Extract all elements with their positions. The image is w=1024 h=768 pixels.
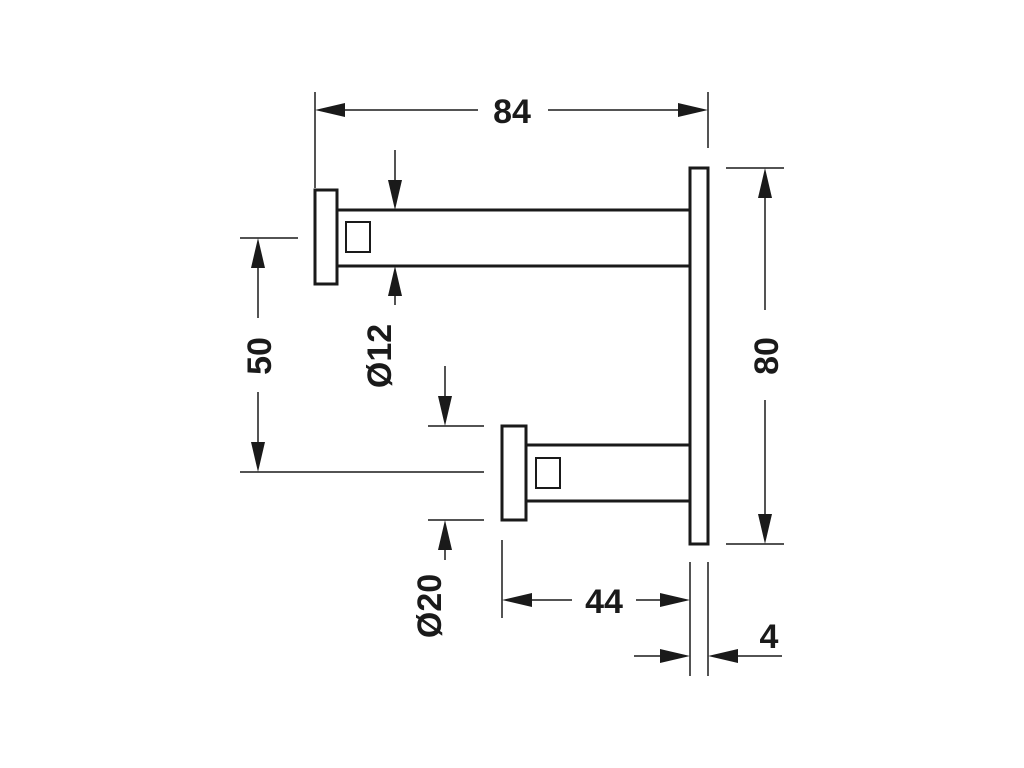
dimension-4: 4 <box>634 618 782 663</box>
hook-part <box>313 166 710 546</box>
dimension-d12: Ø12 <box>361 150 402 388</box>
dimension-50-label: 50 <box>241 337 279 375</box>
dimension-84: 84 <box>314 92 709 188</box>
lower-end-cap <box>500 424 528 522</box>
dimension-d12-label: Ø12 <box>361 324 399 388</box>
dimension-d20-label: Ø20 <box>411 574 449 638</box>
dimension-84-label: 84 <box>493 93 531 131</box>
dimension-44-label: 44 <box>585 583 623 621</box>
lower-arm-slot <box>535 457 561 489</box>
upper-arm <box>334 208 692 268</box>
dimension-d20: Ø20 <box>411 366 484 638</box>
wall-plate <box>688 166 710 546</box>
dimension-80: 80 <box>726 167 786 545</box>
upper-end-cap <box>313 188 339 286</box>
dimension-44: 44 <box>501 540 709 676</box>
dimension-50: 50 <box>240 237 484 473</box>
dimension-80-label: 80 <box>748 337 786 375</box>
dimension-4-label: 4 <box>760 618 779 656</box>
upper-arm-slot <box>345 221 371 253</box>
